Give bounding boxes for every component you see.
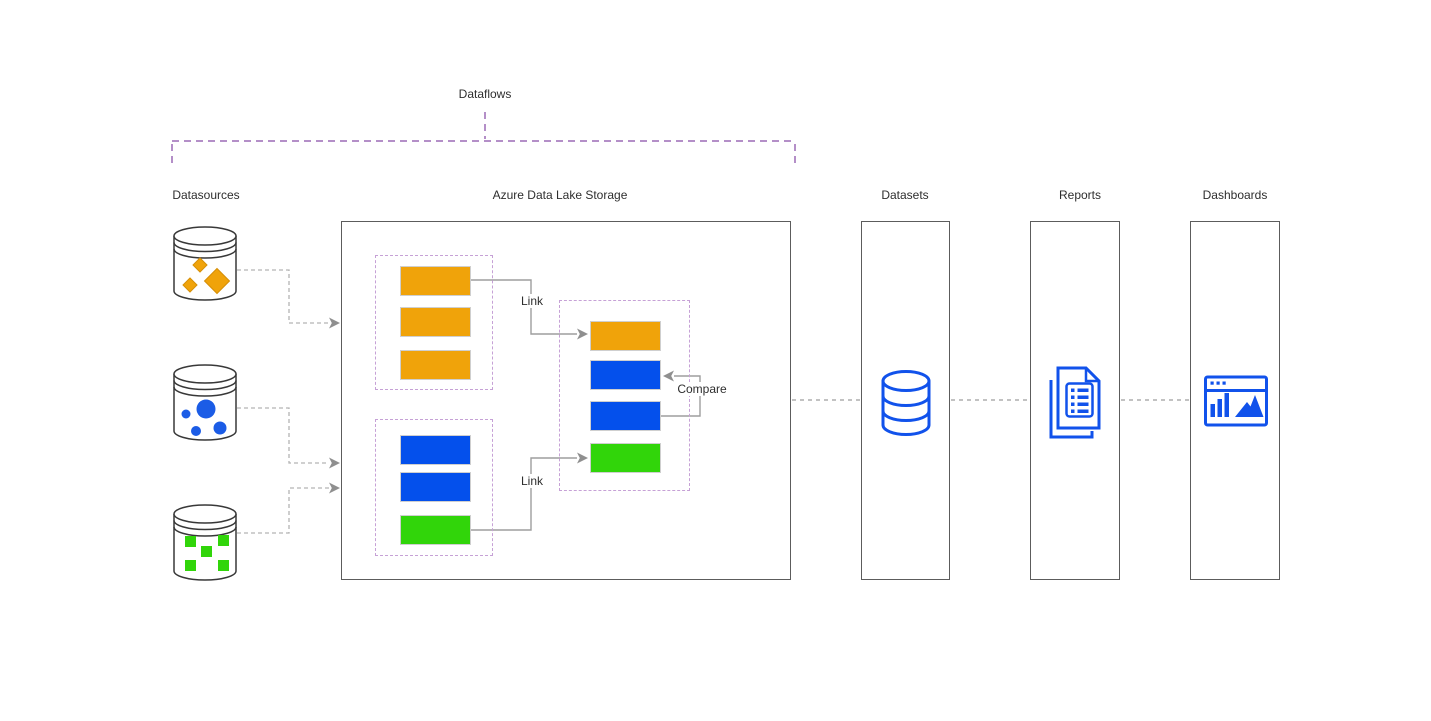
dashboard-icon bbox=[1204, 375, 1268, 427]
connector-compare bbox=[660, 375, 701, 417]
adls-link-arrowheads bbox=[577, 328, 674, 464]
data-block-orange bbox=[400, 350, 471, 380]
data-block-blue bbox=[400, 435, 471, 465]
connector-green-source bbox=[237, 487, 329, 534]
cylinder-ring bbox=[173, 248, 237, 259]
link-label-bottom: Link bbox=[518, 474, 546, 488]
square-icon bbox=[218, 560, 229, 571]
cylinder-ring bbox=[173, 386, 237, 397]
square-icon bbox=[201, 546, 212, 557]
datasets-label: Datasets bbox=[881, 188, 929, 202]
data-block-orange bbox=[400, 307, 471, 337]
adls-label: Azure Data Lake Storage bbox=[492, 188, 628, 202]
circle-icon bbox=[181, 409, 191, 419]
arrowhead-icon bbox=[329, 317, 340, 329]
cylinder-ring bbox=[173, 520, 237, 531]
diamond-icon bbox=[192, 257, 208, 273]
reports-label: Reports bbox=[1058, 188, 1102, 202]
reports-box bbox=[1030, 221, 1120, 580]
data-block-green bbox=[400, 515, 471, 545]
staging-group-orange bbox=[375, 255, 493, 390]
dashboards-label: Dashboards bbox=[1202, 188, 1268, 202]
database-ring bbox=[881, 395, 931, 407]
datasources-label: Datasources bbox=[172, 188, 240, 202]
document-rows bbox=[1071, 388, 1089, 413]
database-ring bbox=[881, 410, 931, 422]
datasource-cylinder-orange bbox=[173, 226, 237, 301]
circle-icon bbox=[213, 421, 227, 435]
data-block-orange bbox=[590, 321, 661, 351]
database-body bbox=[881, 381, 931, 436]
data-block-green bbox=[590, 443, 661, 473]
diamond-icon bbox=[182, 277, 198, 293]
window-dots bbox=[1210, 381, 1226, 385]
dataflows-bracket bbox=[171, 112, 796, 166]
mountain-chart-icon bbox=[1235, 395, 1264, 417]
square-icon bbox=[218, 535, 229, 546]
arrowhead-icon bbox=[329, 482, 340, 494]
arrowhead-icon bbox=[329, 457, 340, 469]
cylinder-top bbox=[173, 364, 237, 384]
connector-link-bottom bbox=[471, 457, 577, 531]
circle-icon bbox=[191, 426, 201, 436]
data-block-orange bbox=[400, 266, 471, 296]
datasource-cylinder-blue bbox=[173, 364, 237, 441]
square-icon bbox=[185, 560, 196, 571]
dataflows-label: Dataflows bbox=[458, 87, 512, 101]
cylinder-ring bbox=[173, 242, 237, 253]
back-document bbox=[1049, 380, 1094, 439]
adls-container-box bbox=[341, 221, 791, 580]
cylinder-ring bbox=[173, 526, 237, 537]
bar-chart-icon bbox=[1210, 393, 1229, 417]
compare-label: Compare bbox=[675, 382, 729, 396]
connector-orange-source bbox=[237, 269, 329, 324]
square-icon bbox=[185, 536, 196, 547]
folded-corner bbox=[1084, 369, 1098, 383]
datasource-connector-arrowheads bbox=[329, 317, 340, 494]
datasource-cylinder-green bbox=[173, 504, 237, 581]
data-block-blue bbox=[590, 360, 661, 390]
cylinder-ring bbox=[173, 380, 237, 391]
dashboards-box bbox=[1190, 221, 1280, 580]
data-block-blue bbox=[590, 401, 661, 431]
circle-icon bbox=[196, 399, 216, 419]
cylinder-top bbox=[173, 226, 237, 246]
database-icon bbox=[881, 370, 931, 436]
staging-group-mixed bbox=[375, 419, 493, 556]
documents-icon bbox=[1049, 366, 1101, 439]
database-top bbox=[881, 370, 931, 392]
arrowhead-icon bbox=[577, 328, 588, 340]
diamond-icon bbox=[203, 267, 231, 295]
arrowhead-icon bbox=[577, 452, 588, 464]
datasource-connectors bbox=[237, 269, 329, 534]
datasets-box bbox=[861, 221, 950, 580]
data-block-blue bbox=[400, 472, 471, 502]
link-label-top: Link bbox=[518, 294, 546, 308]
arrowhead-icon bbox=[663, 370, 674, 382]
cylinder-top bbox=[173, 504, 237, 524]
connector-blue-source bbox=[237, 407, 329, 464]
